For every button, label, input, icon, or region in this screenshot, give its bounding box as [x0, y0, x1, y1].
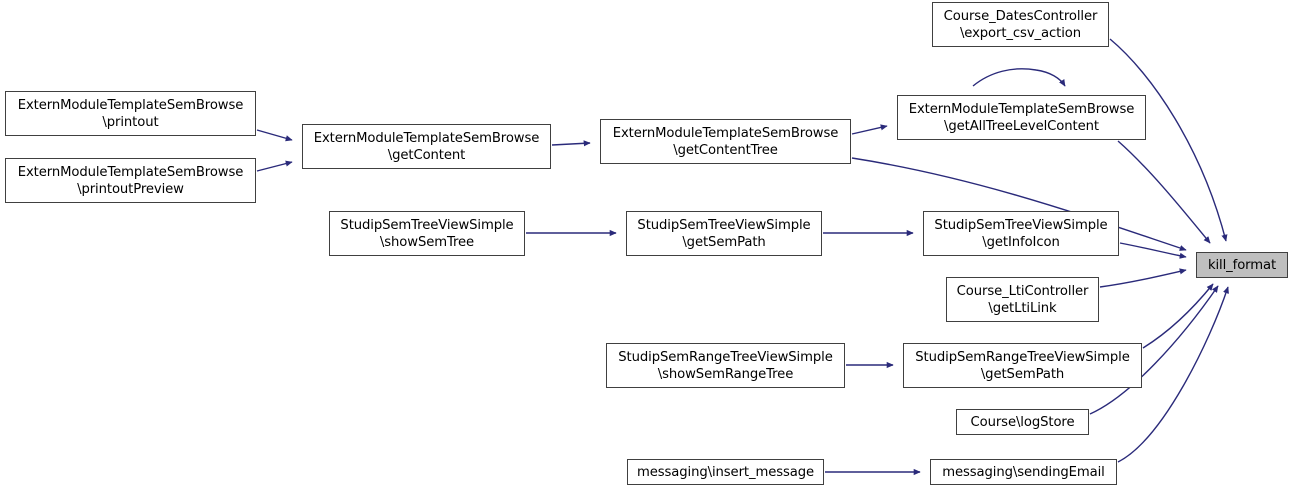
node-get-content[interactable]: ExternModuleTemplateSemBrowse \getConten… — [302, 124, 551, 169]
node-insert-message[interactable]: messaging\insert_message — [627, 459, 824, 485]
node-label: ExternModuleTemplateSemBrowse \printout — [17, 97, 244, 130]
node-kill-format[interactable]: kill_format — [1196, 252, 1288, 278]
node-label: StudipSemRangeTreeViewSimple \getSemPath — [915, 349, 1130, 382]
node-get-all-tree-level-content[interactable]: ExternModuleTemplateSemBrowse \getAllTre… — [897, 95, 1146, 140]
node-label: StudipSemTreeViewSimple \getInfoIcon — [934, 217, 1108, 250]
node-label: kill_format — [1207, 257, 1277, 273]
edge-getcontenttree-to-killformat — [851, 157, 1187, 251]
edge-printoutpreview-to-getcontent — [256, 160, 293, 172]
node-label: StudipSemTreeViewSimple \showSemTree — [340, 217, 514, 250]
node-label: StudipSemRangeTreeViewSimple \showSemRan… — [618, 349, 833, 382]
node-label: ExternModuleTemplateSemBrowse \getAllTre… — [908, 101, 1135, 134]
node-label: ExternModuleTemplateSemBrowse \getConten… — [313, 130, 540, 163]
node-label: ExternModuleTemplateSemBrowse \printoutP… — [17, 164, 244, 197]
node-label: StudipSemTreeViewSimple \getSemPath — [637, 217, 811, 250]
node-printout[interactable]: ExternModuleTemplateSemBrowse \printout — [5, 91, 256, 136]
node-label: messaging\sendingEmail — [942, 464, 1105, 480]
node-get-lti-link[interactable]: Course_LtiController \getLtiLink — [946, 277, 1099, 322]
node-label: messaging\insert_message — [636, 464, 815, 480]
node-label: Course_DatesController \export_csv_actio… — [943, 8, 1098, 41]
edge-getsemrangepath-to-killformat — [1142, 283, 1214, 349]
edge-logstore-to-killformat — [1089, 285, 1219, 415]
node-get-content-tree[interactable]: ExternModuleTemplateSemBrowse \getConten… — [600, 119, 851, 164]
node-get-info-icon[interactable]: StudipSemTreeViewSimple \getInfoIcon — [923, 211, 1119, 256]
node-show-sem-tree[interactable]: StudipSemTreeViewSimple \showSemTree — [329, 211, 525, 256]
edge-getcontenttree-to-getalltreelevelcontent — [851, 124, 888, 135]
edge-getalltreelevelcontent-self-loop — [972, 68, 1066, 87]
node-label: ExternModuleTemplateSemBrowse \getConten… — [612, 125, 839, 158]
edge-sendingemail-to-killformat — [1117, 286, 1229, 463]
node-get-sem-range-path[interactable]: StudipSemRangeTreeViewSimple \getSemPath — [903, 343, 1142, 388]
edge-getcontent-to-getcontenttree — [551, 140, 591, 147]
node-sending-email[interactable]: messaging\sendingEmail — [930, 459, 1117, 485]
edge-exportcsvaction-to-killformat — [1109, 38, 1228, 242]
edge-getalltreelevelcontent-to-killformat — [1117, 140, 1211, 244]
node-show-sem-range-tree[interactable]: StudipSemRangeTreeViewSimple \showSemRan… — [606, 343, 845, 388]
edge-printout-to-getcontent — [256, 129, 293, 142]
node-get-sem-path[interactable]: StudipSemTreeViewSimple \getSemPath — [626, 211, 822, 256]
node-label: Course_LtiController \getLtiLink — [956, 283, 1089, 316]
node-label: Course\logStore — [970, 414, 1075, 430]
edge-getltilink-to-killformat — [1099, 268, 1187, 288]
node-printout-preview[interactable]: ExternModuleTemplateSemBrowse \printoutP… — [5, 158, 256, 203]
node-export-csv-action[interactable]: Course_DatesController \export_csv_actio… — [932, 2, 1109, 47]
node-log-store[interactable]: Course\logStore — [956, 409, 1089, 435]
edge-getinfoicon-to-killformat — [1119, 242, 1187, 259]
